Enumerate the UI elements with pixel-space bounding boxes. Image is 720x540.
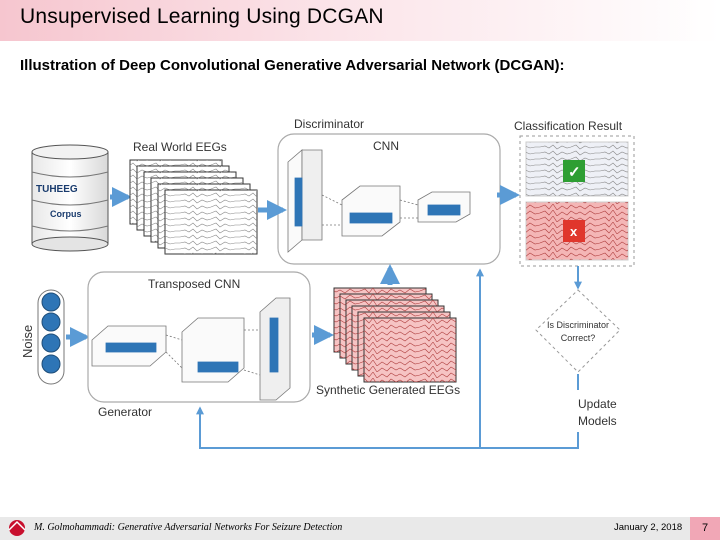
synthetic-label: Synthetic Generated EEGs	[316, 383, 460, 397]
cross-icon	[563, 220, 585, 242]
database-cylinder: TUHEEG Corpus	[31, 144, 109, 252]
transposed-cnn-label: Transposed CNN	[148, 277, 240, 291]
footer-date: January 2, 2018	[614, 522, 683, 533]
noise-node	[41, 292, 61, 312]
noise-node	[41, 354, 61, 374]
synthetic-eeg-stack	[333, 287, 457, 383]
noise-node	[41, 333, 61, 353]
noise-node	[41, 312, 61, 332]
feedback-lines	[196, 268, 579, 449]
real-eegs-label: Real World EEGs	[133, 140, 227, 154]
cross-mark: x	[570, 224, 578, 239]
university-logo-icon	[8, 520, 26, 536]
header-bar	[0, 0, 720, 41]
database-label-corpus: Corpus	[50, 209, 82, 219]
decision-diamond	[535, 289, 621, 373]
check-mark: ✓	[568, 164, 581, 181]
decision-text-1: Is Discriminator	[547, 320, 609, 330]
real-eeg-stack	[129, 159, 258, 255]
slide-subtitle: Illustration of Deep Convolutional Gener…	[20, 57, 565, 74]
slide-title: Unsupervised Learning Using DCGAN	[20, 5, 384, 28]
update-text-1: Update	[578, 397, 617, 411]
transposed-cnn-layers	[91, 297, 291, 401]
cnn-layers	[287, 149, 471, 253]
classification-label: Classification Result	[514, 119, 623, 133]
generator-label: Generator	[98, 405, 152, 419]
cnn-label: CNN	[373, 139, 399, 153]
noise-label: Noise	[20, 325, 35, 358]
update-text-2: Models	[578, 414, 617, 428]
footer-bar	[0, 517, 720, 540]
footer-citation: M. Golmohammadi: Generative Adversarial …	[34, 522, 343, 533]
database-label-tuheeg: TUHEEG	[36, 184, 78, 195]
page-number: 7	[690, 517, 720, 540]
discriminator-label: Discriminator	[294, 117, 364, 131]
decision-text-2: Correct?	[561, 333, 596, 343]
check-icon	[563, 160, 585, 182]
